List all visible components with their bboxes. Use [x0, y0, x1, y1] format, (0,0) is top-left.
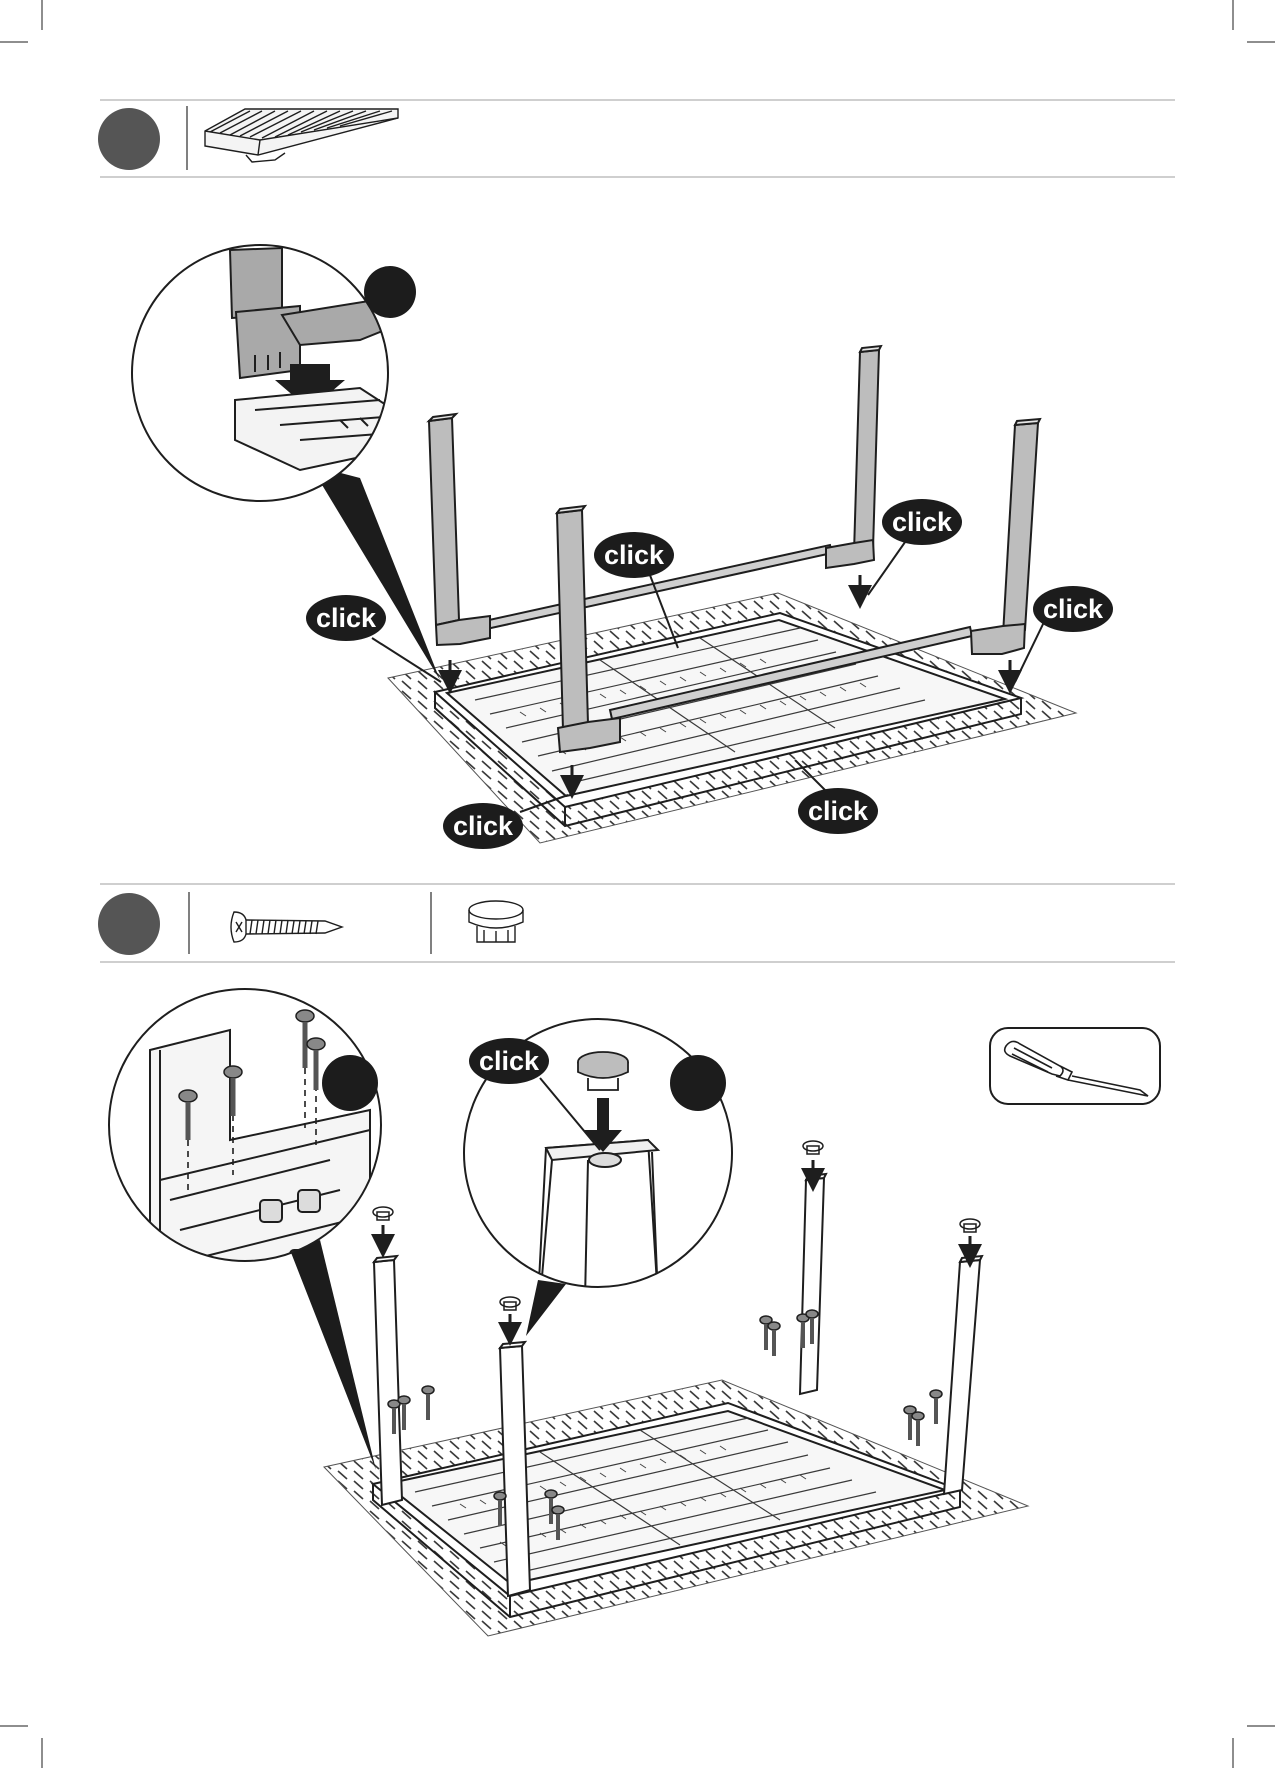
- callout-text: click: [479, 1046, 540, 1076]
- tabletop-part-icon: [205, 109, 398, 162]
- step-1-leg-back: [826, 346, 881, 568]
- callout-text: click: [808, 796, 869, 826]
- cap-part-icon: [469, 901, 523, 942]
- step-1-callout-bottom-center: click: [798, 788, 878, 834]
- screwdriver-tool-box: [990, 1028, 1160, 1104]
- step-1-illustration: click click click click click click: [132, 245, 1113, 849]
- step-1-callout-left: click: [306, 595, 386, 641]
- step-2-illustration: click: [109, 989, 1160, 1636]
- callout-text: click: [1043, 594, 1104, 624]
- step-1-detail-badge: [364, 266, 416, 318]
- step-1-header: [98, 100, 1175, 177]
- screw-icon: [760, 1316, 772, 1350]
- step-2-detail-badge-a: [322, 1055, 378, 1111]
- callout-text: click: [316, 603, 377, 633]
- step-2-detail-circle-screws: [109, 989, 381, 1300]
- step-1-callout-right: click: [1033, 586, 1113, 632]
- step-1-leg-left: [429, 414, 490, 645]
- step-1-callout-bottom-left: click: [443, 803, 523, 849]
- step-2-detail-badge-b: [670, 1055, 726, 1111]
- screw-icon: [930, 1390, 942, 1424]
- step-1-callout-top-right: click: [882, 499, 962, 545]
- step-2-zoom-pointer-left: [290, 1240, 376, 1470]
- step-2-badge: [98, 893, 160, 955]
- step-1-zoom-pointer: [310, 465, 440, 680]
- step-2-leg-back: [800, 1174, 826, 1394]
- step-2-header: [98, 884, 1175, 962]
- screw-icon: [422, 1386, 434, 1420]
- screw-icon: [912, 1412, 924, 1446]
- step-1-leg-right: [971, 419, 1040, 654]
- screw-icon: [904, 1406, 916, 1440]
- callout-text: click: [453, 811, 514, 841]
- screw-part-icon: [231, 912, 342, 942]
- step-2-leg-right: [944, 1256, 982, 1494]
- step-2-callout-cap: click: [469, 1038, 549, 1084]
- step-2-zoom-pointer-center: [526, 1280, 566, 1336]
- callout-text: click: [892, 507, 953, 537]
- step-1-detail-circle: [132, 245, 440, 501]
- step-1-badge: [98, 108, 160, 170]
- callout-text: click: [604, 540, 665, 570]
- step-1-callout-middle: click: [594, 532, 674, 578]
- screw-icon: [768, 1322, 780, 1356]
